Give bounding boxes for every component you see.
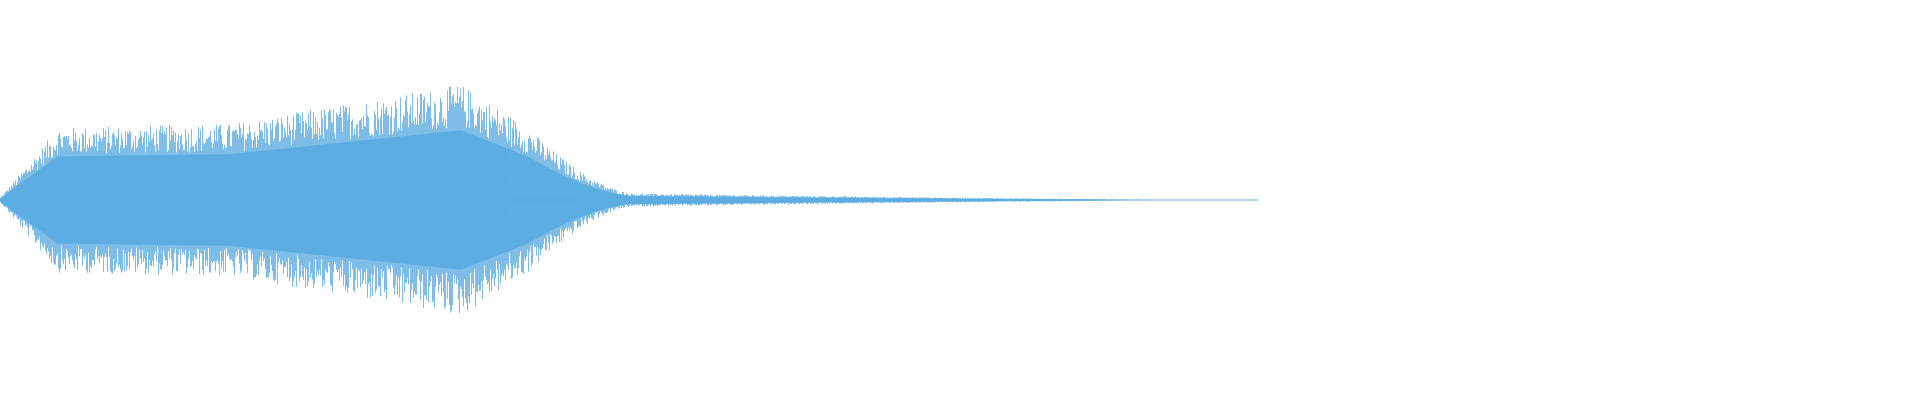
- waveform-envelope: [0, 86, 1259, 314]
